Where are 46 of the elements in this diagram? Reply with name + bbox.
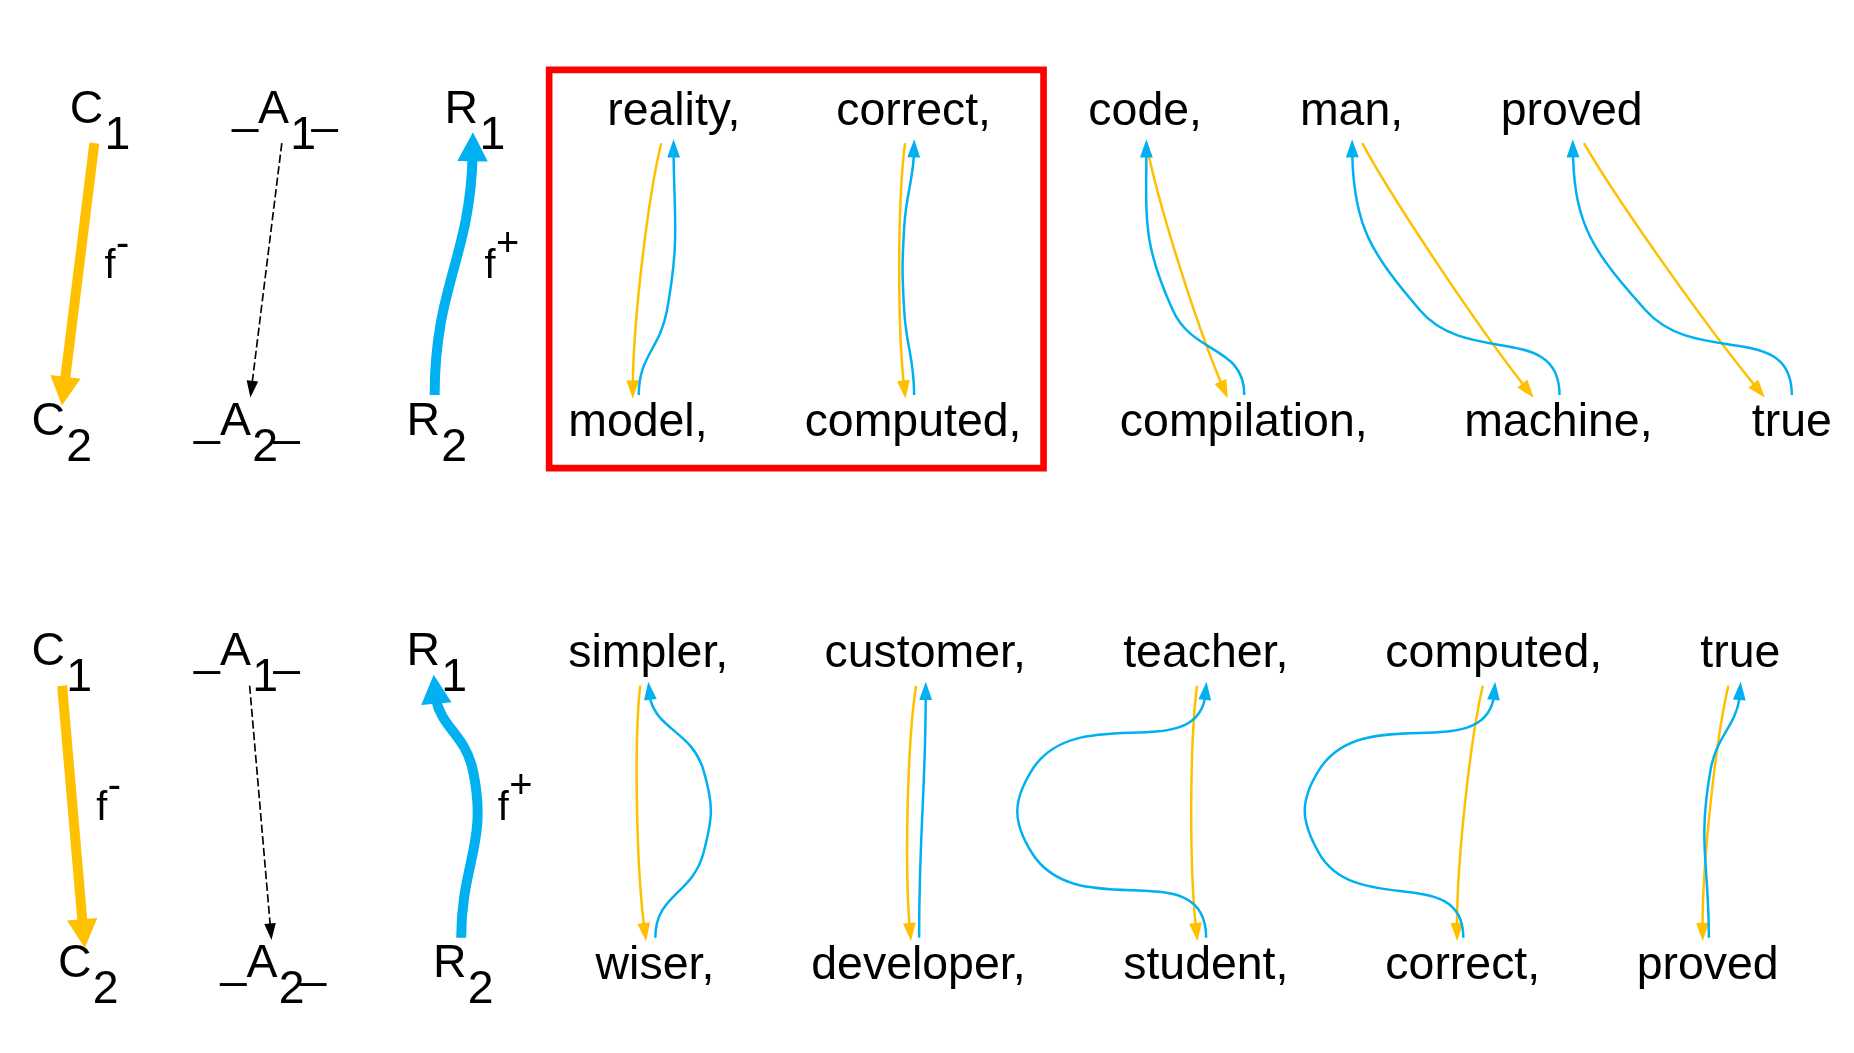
node-text: customer, <box>824 624 1026 677</box>
arrow <box>1303 681 1500 938</box>
node-text: developer, <box>811 936 1026 989</box>
arrow <box>1139 138 1246 395</box>
node-text: compilation, <box>1119 393 1368 446</box>
arrow <box>897 142 910 399</box>
arrow <box>1696 684 1730 941</box>
node-text: computed, <box>804 393 1022 446</box>
arrow <box>901 138 921 395</box>
arrow <box>50 142 100 406</box>
arrow <box>429 131 488 395</box>
node-text: true <box>1751 393 1832 446</box>
node-text: student, <box>1123 936 1289 989</box>
node-text: simpler, <box>568 624 729 677</box>
arrow <box>626 142 663 399</box>
arrow <box>902 685 918 941</box>
arrow <box>1345 138 1561 395</box>
arrow <box>1189 685 1202 941</box>
node-text: computed, <box>1385 624 1603 677</box>
arrow <box>1016 681 1212 938</box>
arrow <box>635 685 651 941</box>
arrow <box>917 681 933 938</box>
node-text: true <box>1700 624 1781 677</box>
node-text: reality, <box>607 82 741 134</box>
arrow <box>1566 138 1794 395</box>
arrow <box>644 681 713 938</box>
node-text: code, <box>1088 82 1202 134</box>
node-text: proved <box>1500 82 1643 134</box>
arrow <box>1703 681 1746 938</box>
arrow <box>421 674 483 938</box>
node-text: teacher, <box>1123 624 1289 677</box>
arrow <box>248 684 276 940</box>
arrow <box>246 141 283 397</box>
arrow <box>57 684 98 948</box>
node-text: wiser, <box>595 936 715 989</box>
arrow <box>1361 142 1534 398</box>
arrow <box>1582 142 1765 398</box>
node-text: man, <box>1299 82 1404 134</box>
arrow <box>637 138 681 395</box>
node-text: machine, <box>1464 393 1653 446</box>
arrow <box>1450 684 1485 941</box>
node-text: proved <box>1636 936 1779 989</box>
cluster <box>545 66 1047 471</box>
node-text: correct, <box>836 82 991 134</box>
node-text: correct, <box>1385 936 1541 989</box>
node-text: model, <box>568 393 708 446</box>
